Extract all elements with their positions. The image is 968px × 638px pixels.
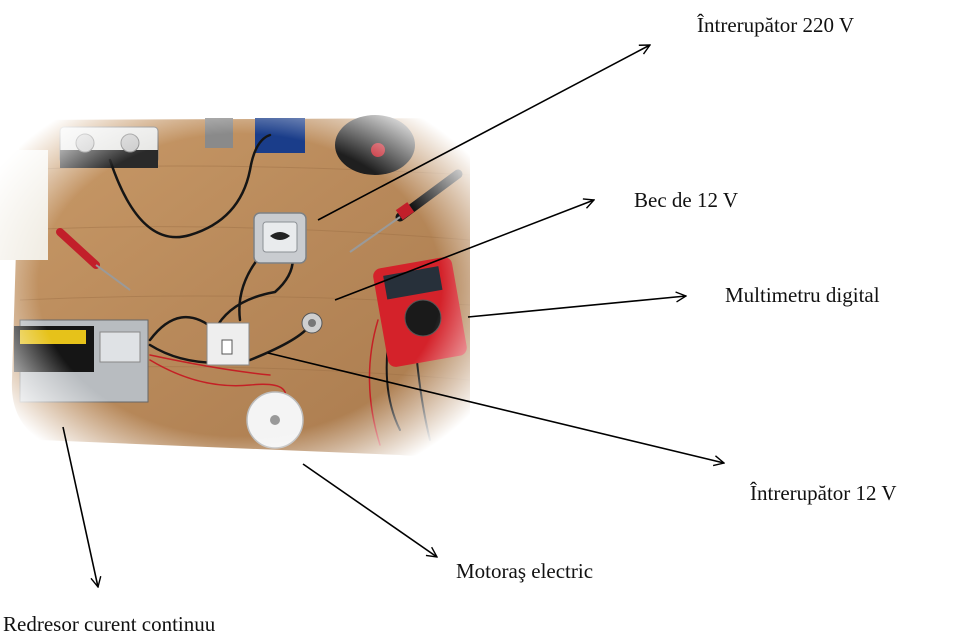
- label-bec-12v: Bec de 12 V: [634, 188, 739, 212]
- arrow-intrerupator-220: [317, 45, 650, 221]
- label-multimetru-digital: Multimetru digital: [725, 283, 880, 307]
- label-motoras-electric: Motoraş electric: [456, 559, 594, 583]
- label-redresor-curent-continuu: Redresor curent continuu: [3, 612, 216, 636]
- label-intrerupator-12v: Întrerupător 12 V: [750, 481, 897, 505]
- arrow-redresor: [62, 426, 98, 587]
- label-intrerupator-220v: Întrerupător 220 V: [697, 13, 855, 37]
- annotation-arrows: [62, 45, 724, 587]
- arrow-multimetru: [467, 296, 686, 318]
- arrow-intrerupator-12: [267, 352, 724, 463]
- arrow-bec-12: [334, 200, 594, 301]
- arrow-motoras: [302, 463, 437, 557]
- bench-photo: [0, 105, 480, 465]
